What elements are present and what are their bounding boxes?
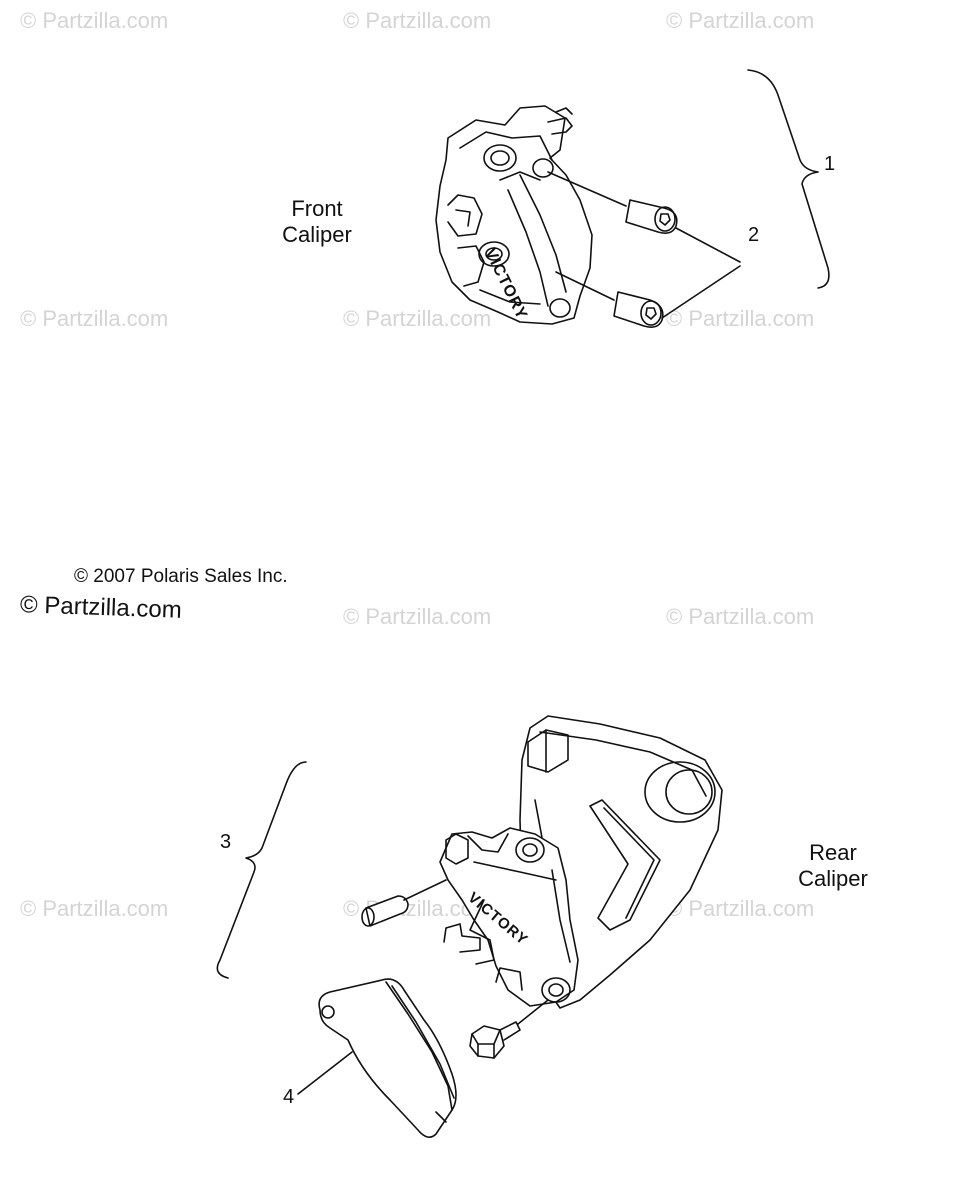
rear-caliper-shield: [318, 978, 457, 1138]
front-caliper-drawing: [435, 105, 593, 325]
watermark: © Partzilla.com: [666, 604, 815, 629]
watermark: © Partzilla.com: [666, 8, 815, 33]
copyright-text: © 2007 Polaris Sales Inc.: [74, 566, 288, 587]
watermark: © Partzilla.com: [343, 604, 492, 629]
callout-1: 1: [824, 153, 836, 175]
watermark: © Partzilla.com: [20, 306, 169, 331]
watermark: © Partzilla.com: [20, 8, 169, 33]
callout-3: 3: [220, 831, 232, 853]
front-bolt-lower: [613, 291, 664, 328]
bracket-1: [747, 69, 830, 289]
rear-bolt: [469, 1021, 521, 1059]
watermark: © Partzilla.com: [666, 306, 815, 331]
watermark: © Partzilla.com: [20, 896, 169, 921]
watermark: © Partzilla.com: [343, 8, 492, 33]
watermark: © Partzilla.com: [666, 896, 815, 921]
watermark: © Partzilla.com: [343, 306, 492, 331]
front-caliper-label: Front Caliper: [282, 196, 352, 247]
callout-2: 2: [748, 224, 760, 246]
bracket-3: [216, 761, 307, 979]
rear-pin: [361, 895, 409, 927]
rear-caliper-label: Rear Caliper: [798, 840, 868, 891]
rear-caliper-drawing: [439, 827, 579, 1007]
partzilla-credit: © Partzilla.com: [19, 591, 183, 624]
callout-4: 4: [283, 1086, 295, 1108]
front-bolt-upper: [625, 199, 678, 234]
